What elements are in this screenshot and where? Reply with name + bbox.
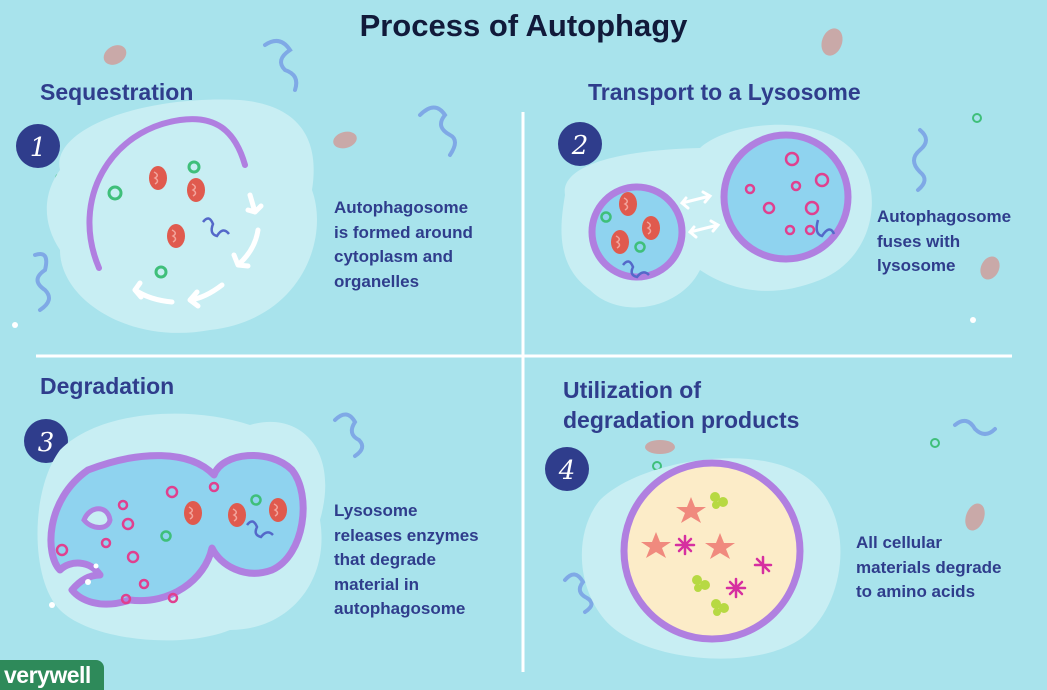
transport-illustration <box>561 124 872 308</box>
step-badge-2: 2 <box>558 122 602 166</box>
step-3-heading: Degradation <box>40 373 175 399</box>
utilization-illustration <box>581 458 841 659</box>
svg-text:3: 3 <box>38 428 55 458</box>
step-badge-1: 1 <box>16 124 60 168</box>
step-2-heading: Transport to a Lysosome <box>588 79 861 105</box>
step-1-description: Autophagosome is formed around cytoplasm… <box>334 198 473 291</box>
step-3-description: Lysosome releases enzymes that degrade m… <box>334 501 479 618</box>
step-badge-3: 3 <box>24 419 68 463</box>
degradation-illustration <box>37 413 326 641</box>
svg-text:2: 2 <box>571 131 589 161</box>
quadrant-dividers <box>36 112 1012 672</box>
step-4-description: All cellular materials degrade to amino … <box>856 533 1002 601</box>
step-4-heading: Utilization of degradation products <box>563 377 800 433</box>
svg-text:1: 1 <box>30 133 47 163</box>
sequestration-illustration <box>46 99 317 333</box>
background-decorations <box>33 39 997 614</box>
page-title: Process of Autophagy <box>359 8 688 43</box>
background-particles <box>12 28 1000 608</box>
svg-text:4: 4 <box>558 456 576 486</box>
step-1-heading: Sequestration <box>40 79 194 105</box>
brand-logo: verywell <box>0 660 104 690</box>
step-badge-4: 4 <box>545 447 589 491</box>
step-2-description: Autophagosome fuses with lysosome <box>877 207 1012 275</box>
